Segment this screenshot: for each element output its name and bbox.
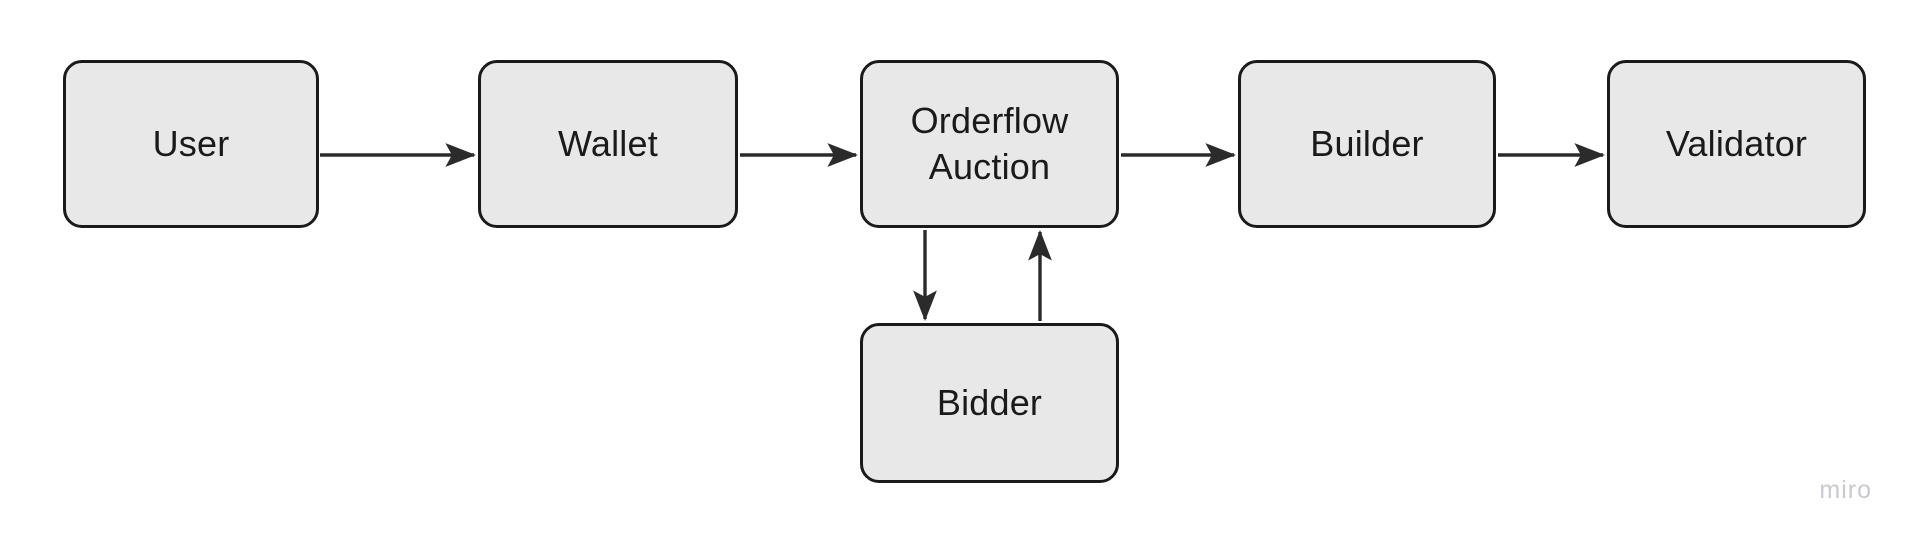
- node-wallet-label: Wallet: [558, 122, 658, 164]
- node-validator-label: Validator: [1665, 122, 1808, 164]
- node-validator[interactable]: Validator: [1607, 60, 1866, 228]
- miro-watermark: miro: [1819, 476, 1872, 504]
- node-wallet[interactable]: Wallet: [478, 60, 738, 228]
- node-builder-label: Builder: [1310, 122, 1424, 164]
- node-orderflow-auction-label: Orderflow Auction: [910, 99, 1069, 187]
- node-bidder-label: Bidder: [936, 381, 1043, 423]
- node-builder[interactable]: Builder: [1238, 60, 1496, 228]
- node-user-label: User: [152, 122, 230, 164]
- node-orderflow-auction[interactable]: Orderflow Auction: [860, 60, 1119, 228]
- node-bidder[interactable]: Bidder: [860, 323, 1119, 483]
- node-user[interactable]: User: [63, 60, 319, 228]
